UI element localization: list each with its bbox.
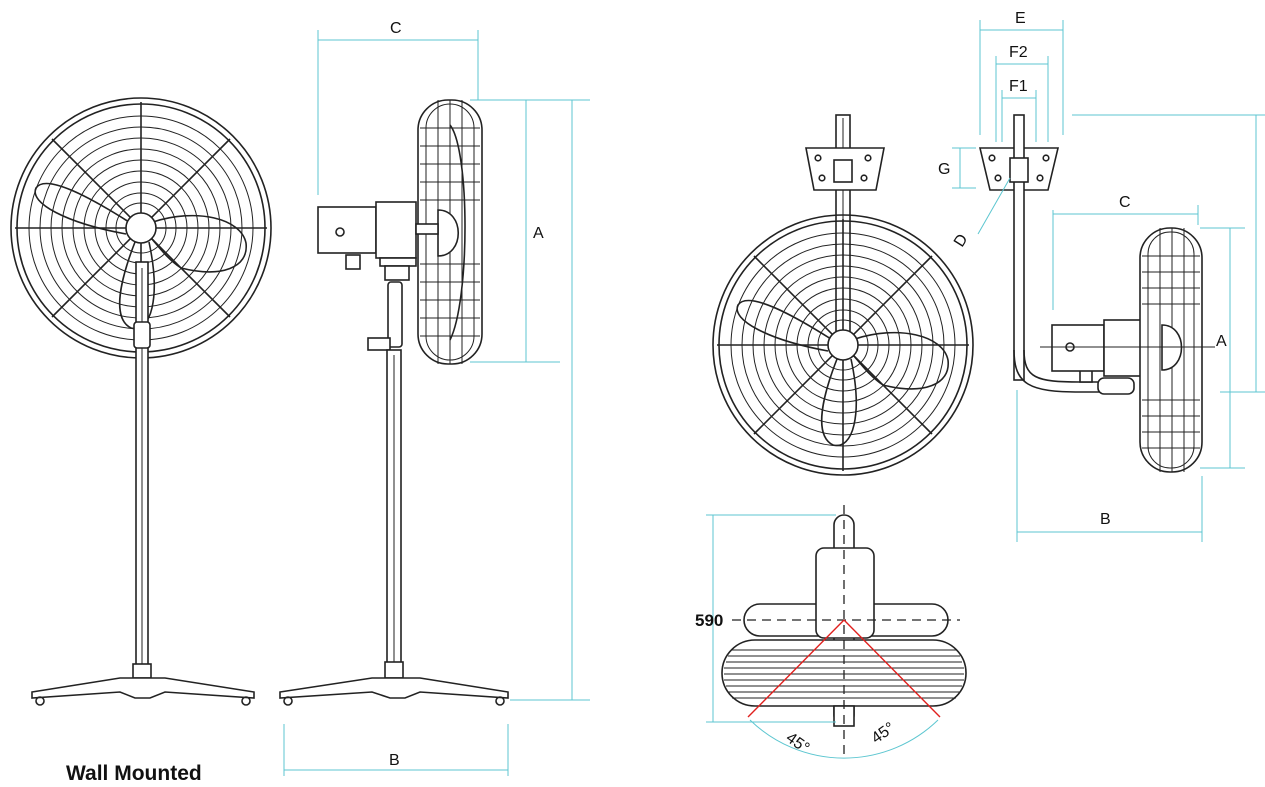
top-view-dimension-lines: [706, 514, 836, 723]
dimension-label-a: A: [533, 225, 544, 242]
figure-caption: Wall Mounted: [66, 762, 202, 785]
wall-front-view: [712, 114, 974, 476]
wall-dimension-lines: [952, 20, 1265, 542]
pedestal-front-view: [10, 97, 272, 706]
dimension-label-c: C: [1119, 194, 1131, 211]
top-view: 590 45° 45°: [695, 505, 967, 760]
dimension-label-c: C: [390, 20, 402, 37]
dimension-label-g: G: [938, 161, 950, 178]
pedestal-dimension-lines: [283, 30, 590, 776]
pedestal-side-view: C A B: [279, 20, 590, 776]
dimension-label-f1: F1: [1009, 78, 1028, 95]
dimension-label-e: E: [1015, 10, 1026, 27]
dimension-label-d: D: [951, 231, 972, 250]
dimension-label-b: B: [1100, 511, 1111, 528]
dimension-label-a: A: [1216, 333, 1227, 350]
dimension-label-f2: F2: [1009, 44, 1028, 61]
angle-label-right: 45°: [869, 719, 899, 747]
wall-side-view: E F2 F1 G D C A B: [938, 10, 1265, 542]
dimension-value-590: 590: [695, 611, 723, 630]
dimension-label-b: B: [389, 752, 400, 769]
